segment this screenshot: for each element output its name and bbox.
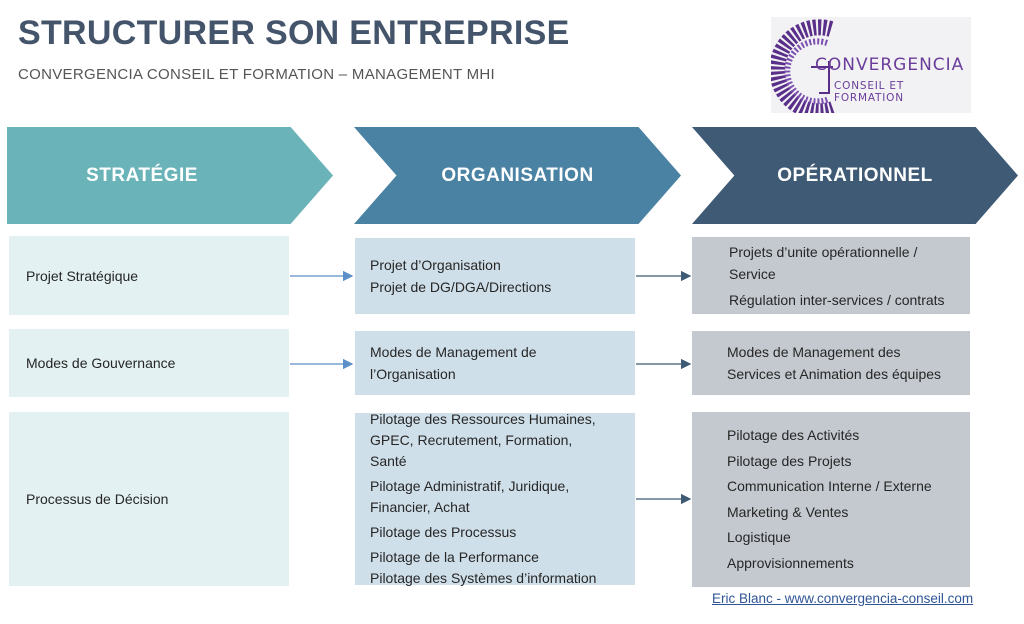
footer-website-link[interactable]: Eric Blanc - www.convergencia-conseil.co… xyxy=(712,591,974,606)
chevron-strategie: STRATÉGIE xyxy=(7,127,333,224)
convergencia-logo: CONVERGENCIA CONSEIL ET FORMATION xyxy=(771,17,971,113)
chevron-organisation: ORGANISATION xyxy=(354,127,681,224)
logo-emblem-icon xyxy=(771,19,835,113)
cell-text: Processus de Décision xyxy=(26,491,169,507)
cell-text: Pilotage des Processus xyxy=(370,524,517,540)
cell-text: Approvisionnements xyxy=(727,554,854,571)
cell-text: Projets d’unite opérationnelle / Service xyxy=(729,243,918,282)
cell-text: Pilotage de la Performance xyxy=(370,549,539,565)
cell-organisation-management: Modes de Management de l’Organisation xyxy=(355,331,635,395)
page-title: STRUCTURER SON ENTREPRISE xyxy=(18,14,570,52)
cell-operationnel-pilotage: Pilotage des Activités Pilotage des Proj… xyxy=(692,412,970,587)
cell-strategie-projet: Projet Stratégique xyxy=(9,236,289,315)
page-subtitle: CONVERGENCIA CONSEIL ET FORMATION – MANA… xyxy=(18,66,496,83)
cell-strategie-gouvernance: Modes de Gouvernance xyxy=(9,329,289,397)
cell-operationnel-projet: Projets d’unite opérationnelle / Service… xyxy=(692,237,970,314)
cell-strategie-decision: Processus de Décision xyxy=(9,412,289,586)
cell-text: Projet de DG/DGA/Directions xyxy=(370,279,552,295)
cell-text: Pilotage des Activités xyxy=(727,427,860,443)
column-heading-operationnel: OPÉRATIONNEL xyxy=(777,164,933,186)
cell-text: Pilotage Administratif, Juridique, Finan… xyxy=(370,478,570,515)
cell-text: Pilotage des Projets xyxy=(727,452,852,469)
column-heading-organisation: ORGANISATION xyxy=(441,164,594,186)
cell-text: Projet d’Organisation xyxy=(370,257,501,273)
cell-organisation-pilotage: Pilotage des Ressources Humaines, GPEC, … xyxy=(355,411,635,586)
cell-operationnel-management: Modes de Management des Services et Anim… xyxy=(692,331,970,395)
cell-organisation-projet: Projet d’Organisation Projet de DG/DGA/D… xyxy=(355,238,635,314)
cell-text: Pilotage des Ressources Humaines, GPEC, … xyxy=(370,411,596,469)
column-heading-strategie: STRATÉGIE xyxy=(86,164,198,186)
cell-text: Projet Stratégique xyxy=(26,267,139,284)
cell-text: Modes de Gouvernance xyxy=(26,355,176,371)
cell-text: Modes de Management de l’Organisation xyxy=(370,344,537,382)
cell-text: Communication Interne / Externe xyxy=(727,478,932,494)
cell-text: Pilotage des Systèmes d’information xyxy=(370,570,597,586)
logo-tagline: CONSEIL ET FORMATION xyxy=(834,80,905,104)
chevron-operationnel: OPÉRATIONNEL xyxy=(692,127,1018,224)
cell-text: Régulation inter-services / contrats xyxy=(729,291,945,308)
cell-text: Modes de Management des Services et Anim… xyxy=(727,344,942,382)
logo-name: CONVERGENCIA xyxy=(815,55,965,75)
cell-text: Logistique xyxy=(727,529,791,545)
cell-text: Marketing & Ventes xyxy=(727,503,849,520)
